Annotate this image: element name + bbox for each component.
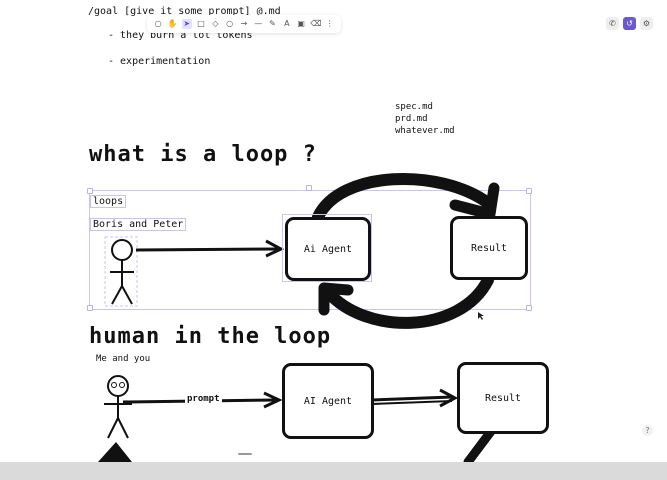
file-whatever: whatever.md [395, 126, 455, 136]
diamond-icon[interactable]: ◇ [212, 19, 219, 28]
label-loops[interactable]: loops [90, 195, 127, 208]
ai-agent-node[interactable]: AI Agent [282, 363, 374, 439]
label-me-you: Me and you [96, 354, 151, 364]
share-icon[interactable]: ↺ [623, 17, 636, 30]
result-node[interactable]: Result [457, 362, 549, 434]
phone-icon[interactable]: ✆ [606, 17, 619, 30]
note-goal: /goal [give it some prompt] @.md [88, 6, 281, 17]
arrow-icon[interactable]: → [240, 19, 248, 28]
image-icon[interactable]: ▣ [297, 19, 305, 28]
settings-icon[interactable]: ⚙ [640, 17, 653, 30]
file-prd: prd.md [395, 114, 428, 124]
rectangle-icon[interactable]: □ [197, 19, 205, 28]
top-right-actions: ✆ ↺ ⚙ [606, 17, 653, 30]
stick-figure-icon [98, 375, 132, 462]
text-icon[interactable]: A [284, 19, 290, 28]
stick-figure-icon[interactable] [104, 236, 138, 308]
scroll-handle[interactable] [238, 453, 252, 455]
selection-handle[interactable] [526, 188, 532, 194]
section-title-human: human in the loop [89, 324, 332, 349]
prompt-arrow-label: prompt [185, 394, 222, 404]
more-icon[interactable]: ⋮ [325, 19, 334, 28]
file-spec: spec.md [395, 102, 433, 112]
selection-handle[interactable] [87, 305, 93, 311]
bottom-strip [0, 462, 667, 480]
line-icon[interactable]: — [254, 19, 263, 28]
ai-agent-label: Ai Agent [303, 243, 353, 255]
note-experimentation: - experimentation [108, 56, 211, 67]
section-title-loop: what is a loop ? [89, 142, 317, 167]
selection-handle[interactable] [87, 188, 93, 194]
cursor-icon [478, 312, 484, 320]
node-selection-outline [282, 214, 372, 282]
selection-handle[interactable] [306, 185, 312, 191]
whiteboard-canvas[interactable]: /goal [give it some prompt] @.md - they … [0, 0, 667, 462]
ai-agent-label: AI Agent [303, 395, 353, 407]
hand-icon[interactable]: ✋ [167, 19, 178, 28]
result-label: Result [470, 242, 508, 254]
ai-agent-node[interactable]: Ai Agent [285, 217, 371, 281]
result-node[interactable]: Result [450, 216, 528, 280]
result-label: Result [484, 392, 522, 404]
label-boris-peter[interactable]: Boris and Peter [90, 218, 187, 231]
ellipse-icon[interactable]: ○ [226, 19, 234, 28]
selection-handle[interactable] [526, 305, 532, 311]
drawing-toolbar: ○ ✋ ➤ □ ◇ ○ → — ✎ A ▣ ⌫ ⋮ [147, 15, 341, 33]
loop-diagram-connectors [122, 172, 500, 462]
pencil-icon[interactable]: ✎ [269, 19, 276, 28]
help-icon[interactable]: ? [642, 425, 653, 436]
pointer-icon[interactable]: ➤ [181, 19, 192, 29]
lock-icon[interactable]: ○ [154, 19, 162, 28]
note-tokens: - they burn a lot tokens [108, 30, 253, 41]
eraser-icon[interactable]: ⌫ [310, 19, 322, 28]
